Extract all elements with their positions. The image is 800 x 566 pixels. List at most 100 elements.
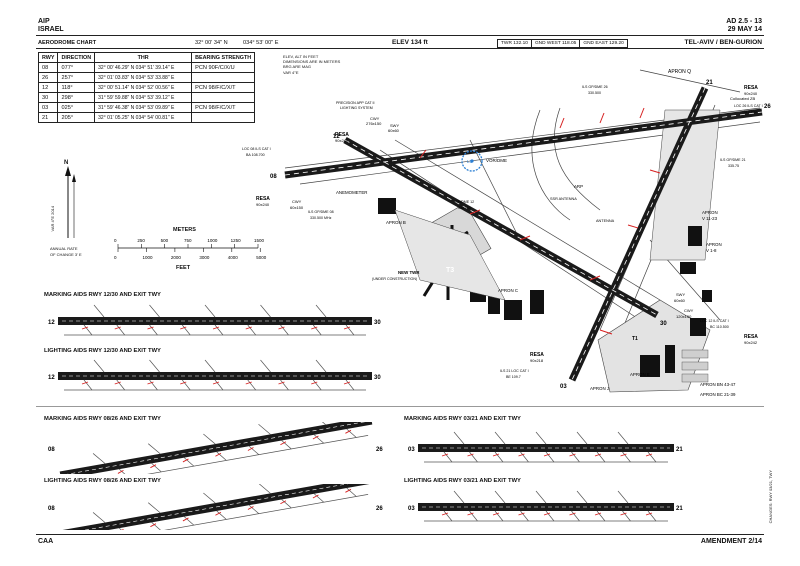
panel-exit-twy (83, 379, 93, 391)
label-ils12-freq: BC 110.500 (710, 325, 729, 329)
panel-hold-marking (278, 326, 285, 330)
panel-exit-twy (313, 434, 325, 444)
col-direction: DIRECTION (57, 52, 96, 63)
scale-label-ft: 2000 (171, 255, 182, 260)
runway-cell-rwy: 30 (37, 92, 59, 103)
panel-runway (58, 372, 372, 380)
col-thr: THR (94, 52, 193, 63)
runway-cell-rwy: 03 (37, 102, 59, 113)
annual-rate-1: ANNUAL RATE (50, 246, 78, 251)
note-dimensions: DIMENSIONS ARE IN METERS (283, 59, 341, 65)
panel-end-left: 08 (48, 506, 55, 512)
label-loc08-freq: BA 108.700 (246, 153, 265, 157)
vor-label: VOR/DME (486, 158, 507, 163)
panel-hold-marking (543, 512, 551, 516)
col-rwy: RWY (37, 52, 59, 63)
page-id: AD 2.5 - 13 (726, 18, 762, 25)
panel-exit-twy (116, 379, 126, 391)
label-apron-c: APRON C (498, 288, 518, 293)
runway-table-header: RWY DIRECTION THR BEARING STRENGTH (37, 52, 256, 63)
label-apron-bc: APRON BC 21-39 (700, 392, 736, 397)
label-resa-w: RESA (256, 196, 270, 202)
panel-hold-marking (343, 326, 351, 330)
label-apron-b: APRON B (386, 220, 406, 225)
runway-cell-thr: 32° 00' 46.29" N 034° 51' 39.14" E (94, 62, 193, 73)
label-arp: ARP (574, 184, 583, 189)
label-gp-dme26-freq: 330.500 (588, 91, 601, 95)
panel-exit-twy-north (617, 490, 629, 504)
panel-exit-twy (443, 451, 453, 463)
label-resa-nw: RESA (335, 132, 349, 138)
scale-label-ft: 5000 (256, 255, 267, 260)
panel-exit-twy-north (576, 490, 588, 504)
label-apron-j: APRON J (590, 386, 609, 391)
panel-hold-marking (467, 453, 474, 457)
label-apron-bn: APRON BN 43-47 (700, 382, 736, 387)
panel-end-right: 26 (376, 506, 383, 512)
north-letter: N (64, 160, 69, 166)
note-variation: VAR 4°E (283, 69, 299, 75)
panel-exit-twy-north (149, 304, 160, 318)
panel-hold-marking (212, 381, 220, 385)
scale-feet-label: FEET (176, 265, 191, 271)
panel-exit-twy-north (494, 490, 506, 504)
label-collocated: Collocated ZB (730, 96, 755, 101)
panel-hold-marking (245, 381, 252, 385)
panel-exit-twy (545, 510, 555, 522)
panel-exit-twy (280, 379, 289, 391)
label-ssr: SSR ANTENNA (550, 197, 577, 201)
runway-cell-thr: 32° 01' 03.83" N 034° 53' 33.88" E (94, 72, 193, 83)
panel-exit-twy (312, 379, 322, 391)
scale-label-ft: 3000 (199, 255, 210, 260)
runway-cell-bs (191, 112, 256, 123)
label-resa-s-dim: 90x218 (530, 358, 544, 363)
panel-exit-twy-north (203, 433, 216, 445)
panel-hold-marking (543, 453, 551, 457)
label-cwy-n-dim: 276x150 (366, 121, 382, 126)
panel-exit-twy (346, 428, 357, 438)
runway-cell-thr: 32° 00' 51.14" N 034° 52' 00.56" E (94, 82, 193, 93)
panel-hold-marking (492, 512, 500, 516)
runway-03-21 (568, 86, 709, 382)
label-new-twr-note: (UNDER CONSTRUCTION) (372, 277, 417, 281)
label-t1: T1 (632, 336, 638, 342)
runway-cell-rwy: 21 (37, 112, 59, 123)
label-apron-k: APRON (706, 242, 722, 247)
panel-hold-marking (182, 517, 189, 522)
label-apron-q: APRON Q (668, 69, 691, 75)
label-swy-n: SWY (390, 123, 399, 128)
panel-exit-twy (313, 493, 325, 503)
panel-hold-marking (247, 506, 254, 510)
label-loc26-freq: 110.900 (744, 110, 757, 114)
panel-exit-twy-north (315, 359, 327, 373)
panel-exit-twy (116, 324, 126, 336)
panel-hold-marking (594, 512, 602, 516)
panel-hold-marking (311, 381, 318, 385)
rwy-08-label: 08 (270, 174, 277, 180)
panel-exit-twy-north (260, 304, 271, 318)
panel-hold-marking (81, 381, 89, 385)
scale-label-ft: 4000 (228, 255, 239, 260)
panel-hold-marking (147, 326, 154, 330)
panel-exit-twy (216, 510, 227, 520)
runway-cell-rwy: 26 (37, 72, 59, 83)
panel-hold-marking (280, 500, 287, 505)
frequency-box: TWR 132.10 GND WEST 118.05 GND EAST 129.… (497, 39, 628, 48)
apron-v-area (649, 109, 721, 302)
label-resa-se-dim: 90x242 (744, 340, 758, 345)
label-resa-se: RESA (744, 334, 758, 340)
panel-exit-twy (469, 451, 478, 463)
label-swy-n-dim: 60x60 (388, 128, 400, 133)
panel-hold-marking (114, 326, 121, 330)
panel-exit-twy (622, 451, 631, 463)
panel-exit-twy (494, 451, 504, 463)
panel-hold-marking (441, 512, 449, 516)
panel-hold-marking (620, 512, 627, 516)
panel-runway (418, 444, 674, 452)
panel-hold-marking (518, 512, 525, 516)
label-ils21-freq: BE 109.7 (506, 375, 521, 379)
panel-hold-marking (280, 441, 287, 446)
runway-cell-dir: 205° (57, 112, 96, 123)
label-resa-ne: RESA (744, 85, 758, 91)
panel-exit-twy-north (576, 431, 588, 445)
